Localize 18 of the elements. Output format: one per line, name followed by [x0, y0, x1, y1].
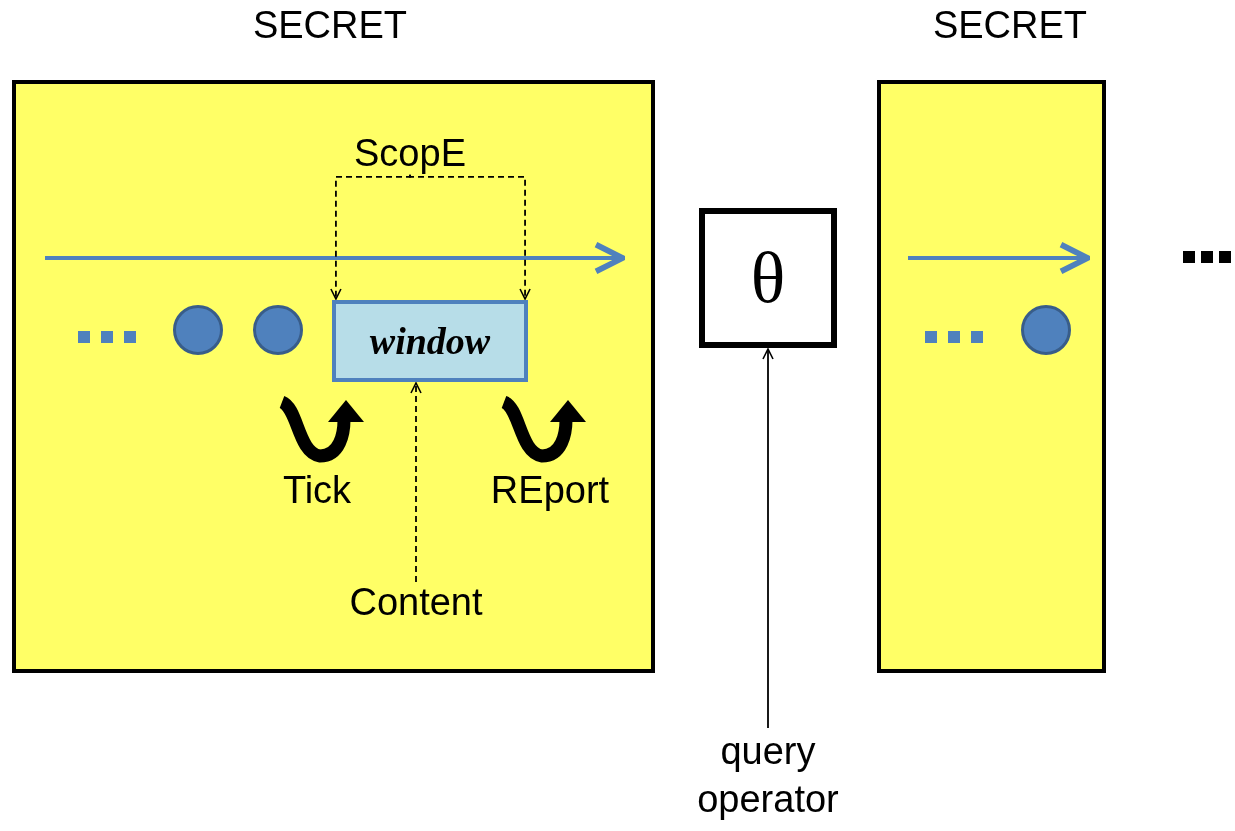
- circle-node: [253, 305, 303, 355]
- panel: [877, 80, 1106, 673]
- panel: [12, 80, 655, 673]
- operator-box: θ: [699, 208, 837, 348]
- arrow: [409, 173, 531, 300]
- circle-node: [1021, 305, 1071, 355]
- circle-node: [173, 305, 223, 355]
- panel-title: SECRET: [251, 5, 409, 47]
- arrow: [410, 382, 422, 583]
- arrow: [762, 348, 774, 729]
- window-box: window: [332, 300, 528, 382]
- arrow: [330, 173, 411, 300]
- panel-title: SECRET: [931, 5, 1089, 47]
- node-label: Content: [326, 582, 506, 624]
- node-label: ScopE: [350, 133, 470, 175]
- text-label: Tick: [281, 470, 353, 512]
- node-label: query operator: [668, 728, 868, 823]
- text-label: REport: [489, 470, 611, 512]
